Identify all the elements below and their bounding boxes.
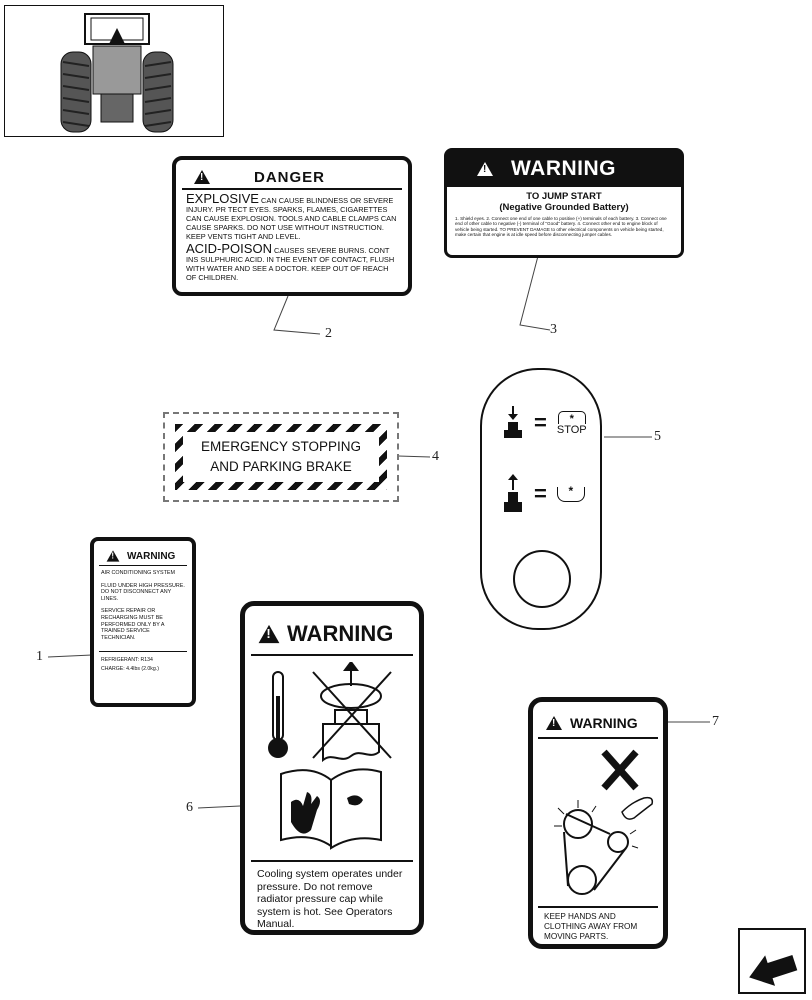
callout-4: 4	[432, 449, 439, 464]
belt-warning-title: WARNING	[570, 715, 638, 731]
emergency-line-1: EMERGENCY STOPPING	[200, 439, 362, 454]
cooling-warning-title: WARNING	[287, 621, 394, 646]
warning-triangle-icon	[546, 716, 562, 730]
fuel-run-symbol: *	[556, 485, 585, 502]
ac-pressure-text: FLUID UNDER HIGH PRESSURE. DO NOT DISCON…	[101, 582, 185, 602]
warning-triangle-icon	[106, 550, 120, 562]
jump-start-warning-decal: WARNING TO JUMP START (Negative Grounded…	[444, 148, 684, 258]
callout-6: 6	[186, 800, 193, 815]
belt-pictogram	[554, 749, 654, 895]
jump-warning-title: WARNING	[511, 157, 616, 180]
arrow-icon	[749, 954, 798, 986]
danger-acid-text: CAUSES SEVERE BURNS. CONT INS SULPHURIC …	[186, 246, 395, 282]
warning-triangle-icon	[258, 624, 280, 644]
tractor-thumbnail	[4, 5, 224, 137]
crossed-radiator-cap-icon	[312, 662, 392, 763]
ac-warning-decal: WARNING AIR CONDITIONING SYSTEM FLUID UN…	[90, 537, 196, 707]
cooling-warning-decal: WARNING Cooling system operates under pr…	[240, 601, 424, 935]
fan-belt-icon	[554, 800, 639, 895]
warning-triangle-icon	[194, 170, 210, 184]
callout-1: 1	[36, 649, 43, 664]
warning-triangle-icon	[477, 162, 493, 176]
hazard-stripes: EMERGENCY STOPPING AND PARKING BRAKE	[175, 424, 387, 490]
ac-service-text: SERVICE REPAIR OR RECHARGING MUST BE PER…	[101, 608, 165, 641]
callout-7: 7	[712, 714, 719, 729]
jump-subtitle-2: (Negative Grounded Battery)	[499, 202, 629, 213]
danger-title: DANGER	[254, 168, 326, 186]
emergency-brake-decal: EMERGENCY STOPPING AND PARKING BRAKE	[163, 412, 399, 502]
fuel-symbol: *	[557, 410, 586, 425]
manual-book-icon	[280, 768, 382, 850]
pull-up-knob-icon	[504, 474, 522, 512]
next-page-arrow[interactable]	[738, 928, 806, 994]
callout-3: 3	[550, 322, 557, 337]
equals-sign: =	[534, 481, 547, 506]
push-down-knob-icon	[504, 406, 522, 438]
belt-warning-decal: WARNING KEEP HANDS AND CLOTHING AWAY FRO…	[528, 697, 668, 949]
danger-explosive-text: CAN CAUSE BLINDNESS OR SEVERE INJURY. PR…	[186, 196, 397, 241]
jump-subtitle: TO JUMP START	[526, 191, 602, 202]
emergency-line-2: AND PARKING BRAKE	[210, 459, 352, 474]
ac-refrigerant: REFRIGERANT: R134	[101, 657, 153, 664]
equals-sign: =	[534, 410, 547, 435]
hand-icon	[621, 796, 654, 820]
ac-system-label: AIR CONDITIONING SYSTEM	[101, 570, 175, 576]
tractor-rear-icon	[60, 13, 174, 133]
ac-charge: CHARGE: 4.4lbs (2.0kg.)	[101, 666, 159, 673]
callout-2: 2	[325, 326, 332, 341]
danger-explosive-heading: EXPLOSIVE	[186, 191, 259, 206]
cooling-pictogram	[268, 662, 392, 850]
thermometer-icon	[268, 671, 288, 758]
belt-text: KEEP HANDS AND CLOTHING AWAY FROM MOVING…	[538, 906, 658, 946]
stop-control-decal: = * STOP = *	[480, 368, 602, 630]
danger-battery-decal: DANGER EXPLOSIVE CAN CAUSE BLINDNESS OR …	[172, 156, 412, 296]
danger-acid-heading: ACID-POISON	[186, 241, 272, 256]
ac-warning-title: WARNING	[127, 550, 176, 562]
cross-mark-icon	[601, 749, 639, 791]
jump-instructions: 1. Shield eyes. 2. Connect one end of on…	[455, 216, 667, 238]
knob-hole	[513, 550, 571, 608]
stop-label: STOP	[556, 423, 587, 436]
callout-5: 5	[654, 429, 661, 444]
cooling-text: Cooling system operates under pressure. …	[251, 860, 413, 937]
